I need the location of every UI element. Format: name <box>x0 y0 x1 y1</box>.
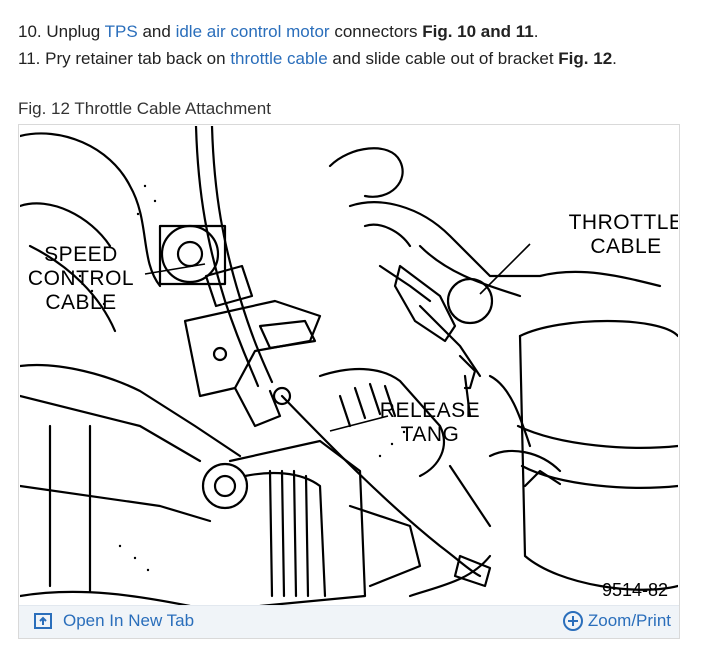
step-number: 11. <box>18 49 41 68</box>
figure-reference: Fig. 10 and 11 <box>422 22 534 41</box>
open-in-new-tab-button[interactable]: Open In New Tab <box>33 611 194 631</box>
release-label-line1: RELEASE <box>380 399 480 422</box>
speed-label-line2: CONTROL <box>28 267 134 290</box>
throttle-label-line1: THROTTLE <box>569 211 678 234</box>
idle-air-control-motor-link[interactable]: idle air control motor <box>175 22 330 41</box>
open-in-new-tab-label: Open In New Tab <box>63 611 195 630</box>
figure-action-bar: Open In New Tab Zoom/Print <box>19 605 679 638</box>
step-text: and <box>142 22 171 41</box>
speed-label-line3: CABLE <box>45 291 116 314</box>
speed-label-line1: SPEED <box>44 243 118 266</box>
step-text: and slide cable out of bracket <box>332 49 554 68</box>
throttle-cable-link[interactable]: throttle cable <box>230 49 328 68</box>
tps-link[interactable]: TPS <box>104 22 138 41</box>
open-in-new-tab-icon <box>34 613 52 629</box>
instruction-steps: 10. Unplug TPS and idle air control moto… <box>18 18 617 72</box>
step-text: connectors <box>334 22 418 41</box>
step-11: 11. Pry retainer tab back on throttle ca… <box>18 45 617 72</box>
figure-code: 9514-82 <box>602 580 668 600</box>
figure-reference: Fig. 12 <box>558 49 613 68</box>
step-end: . <box>612 49 617 68</box>
figure-container: SPEED CONTROL CABLE THROTTLE CABLE RELEA… <box>18 124 680 639</box>
figure-caption: Fig. 12 Throttle Cable Attachment <box>18 99 271 118</box>
step-text: Pry retainer tab back on <box>45 49 226 68</box>
release-label-line2: TANG <box>401 423 460 446</box>
step-10: 10. Unplug TPS and idle air control moto… <box>18 18 617 45</box>
figure-illustration: SPEED CONTROL CABLE THROTTLE CABLE RELEA… <box>20 126 678 606</box>
step-number: 10. <box>18 22 42 41</box>
step-end: . <box>533 22 539 41</box>
zoom-print-label: Zoom/Print <box>587 611 671 630</box>
zoom-plus-icon <box>562 611 583 631</box>
zoom-print-button[interactable]: Zoom/Print <box>562 610 671 632</box>
throttle-label-line2: CABLE <box>590 235 661 258</box>
step-text: Unplug <box>46 22 101 41</box>
